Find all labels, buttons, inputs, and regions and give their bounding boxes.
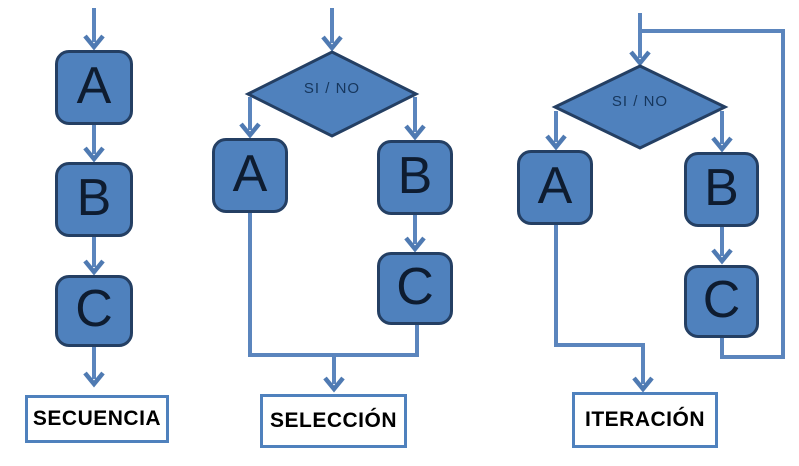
arrowhead-icon [83,371,105,388]
arrowhead-icon [83,259,105,276]
arrowhead-icon [632,376,654,393]
arrowhead-icon [323,376,345,393]
arrowhead-icon [545,134,567,151]
caption-selection: SELECCIÓN [260,394,407,448]
arrowhead-icon [83,34,105,51]
process-box-iteration-b: B [684,152,759,227]
arrowhead-icon [404,124,426,141]
arrowhead-icon [321,35,343,52]
arrowhead-icon [711,248,733,265]
decision-diamond-selection [244,50,420,138]
iter-loopback-line [640,29,785,359]
iteration-connectors [545,13,785,393]
decision-diamond-iteration [551,64,729,150]
process-box-selection-c: C [377,252,453,325]
arrowhead-icon [404,236,426,253]
sequence-connectors [83,8,105,388]
process-box-sequence-c: C [55,275,133,347]
arrowhead-icon [83,146,105,163]
caption-iteration: ITERACIÓN [572,392,718,448]
process-box-sequence-b: B [55,162,133,237]
process-box-iteration-a: A [517,150,593,225]
caption-sequence: SECUENCIA [25,395,169,443]
process-box-iteration-c: C [684,265,759,338]
arrowhead-icon [239,122,261,139]
arrowhead-icon [629,50,651,67]
iter-exit-line [554,225,645,384]
process-box-sequence-a: A [55,50,133,125]
selection-connectors [239,8,426,393]
decision-label-iteration: SI / NO [611,93,669,110]
arrowhead-icon [711,136,733,153]
process-box-selection-b: B [377,140,453,215]
process-box-selection-a: A [212,138,288,213]
decision-label-selection: SI / NO [303,80,361,97]
